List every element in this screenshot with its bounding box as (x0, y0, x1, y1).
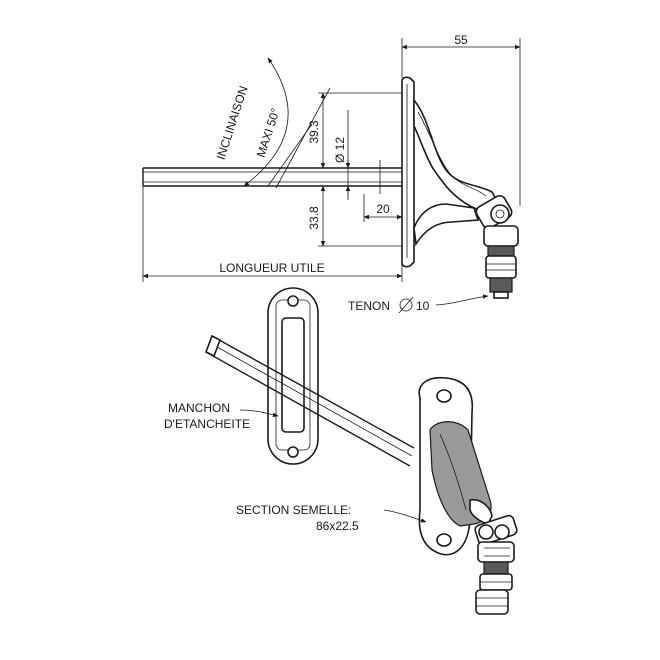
tenon-label: TENON 10 (348, 294, 489, 314)
base-plate (401, 76, 415, 268)
dimension-33-8: 33.8 (307, 185, 326, 247)
tenon-diameter-text: 10 (416, 299, 430, 313)
rod-perspective (204, 334, 415, 467)
rod (142, 158, 403, 196)
dimension-55: 55 (401, 33, 521, 206)
manchon-text-line1: MANCHON (168, 401, 230, 415)
dimension-diam-12-text: Ø 12 (333, 137, 347, 163)
dimension-20-text: 20 (376, 202, 390, 216)
section-semelle-label: SECTION SEMELLE: 86x22.5 (236, 503, 427, 533)
side-elevation-view: 55 39.3 Ø 12 33.8 20 (142, 33, 521, 314)
pivot-joint (475, 195, 519, 299)
section-semelle-text-line1: SECTION SEMELLE: (236, 503, 351, 517)
bracket-body (413, 97, 501, 217)
universal-joint (474, 514, 518, 615)
sealing-sleeve (267, 287, 319, 465)
perspective-view: MANCHON D'ETANCHEITE SECTION SEMELLE: 86… (164, 287, 518, 615)
maxi-angle-text: MAXI 50° (254, 106, 283, 159)
inclinaison-text: INCLINAISON (214, 84, 251, 161)
dimension-longueur-utile: LONGUEUR UTILE (142, 186, 403, 282)
manchon-text-line2: D'ETANCHEITE (164, 417, 250, 431)
dimension-39-3: 39.3 (307, 92, 326, 169)
bracket-perspective (418, 376, 493, 556)
dimension-55-text: 55 (454, 33, 468, 47)
section-semelle-text-line2: 86x22.5 (316, 519, 359, 533)
manchon-label: MANCHON D'ETANCHEITE (164, 401, 279, 431)
diameter-symbol-icon (398, 296, 414, 314)
dimension-39-3-text: 39.3 (307, 120, 321, 144)
longueur-utile-text: LONGUEUR UTILE (219, 261, 324, 275)
tenon-text: TENON (348, 299, 390, 313)
dimension-20: 20 (363, 194, 403, 222)
dimension-33-8-text: 33.8 (307, 206, 321, 230)
bracket-lower (413, 203, 480, 247)
dimension-diam-12: Ø 12 (333, 110, 351, 200)
